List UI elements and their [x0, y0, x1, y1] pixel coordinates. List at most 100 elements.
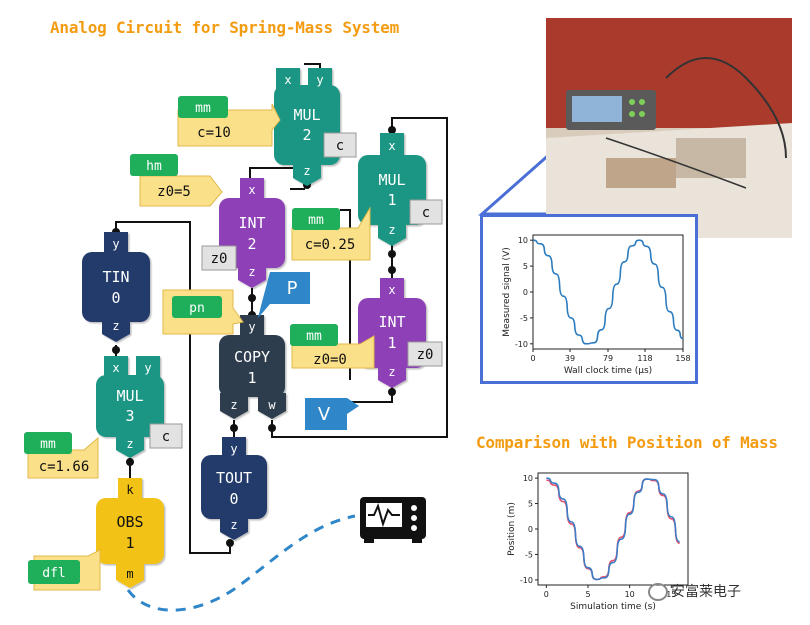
int1-param-box[interactable]: [407, 341, 443, 367]
int1-num: 1: [387, 334, 396, 352]
mul3-param-box[interactable]: [149, 423, 183, 449]
block-mul-1[interactable]: [358, 133, 426, 246]
block-tin-0[interactable]: [82, 232, 150, 342]
mul3-label: MUL: [116, 387, 143, 405]
int2-port-z: z: [248, 265, 255, 279]
int1-port-z: z: [388, 365, 395, 379]
block-obs-1[interactable]: [96, 478, 164, 588]
obs1-num: 1: [125, 534, 134, 552]
copy1-port-y: y: [248, 320, 255, 334]
position-ytick-label: 5: [528, 500, 533, 509]
obs1-port-m: m: [126, 567, 133, 581]
signal-p: P: [287, 278, 298, 299]
watermark-text: 安富莱电子: [671, 584, 741, 600]
mul3-unit: mm: [40, 437, 56, 452]
mul2-param: c: [336, 138, 344, 154]
mul1-param-box[interactable]: [409, 199, 443, 225]
measured-ytick-label: -10: [515, 340, 528, 349]
obs-unit-tag: [28, 560, 80, 584]
copy-unit: pn: [189, 301, 205, 316]
mul3-num: 3: [125, 407, 134, 425]
position-axes-frame: [537, 472, 689, 586]
signal-v: V: [318, 404, 331, 425]
int2-label: INT: [238, 214, 265, 232]
position-xtick-label: 0: [544, 590, 549, 599]
watermark: 安富莱电子: [648, 581, 741, 601]
mul2-c-value: c=10: [197, 125, 231, 141]
int1-param: z0: [417, 347, 434, 363]
mul2-param-box[interactable]: [323, 132, 357, 158]
mul2-label: MUL: [293, 106, 320, 124]
circuit-title: Analog Circuit for Spring-Mass System: [50, 18, 400, 37]
wechat-icon: [648, 583, 668, 601]
int1-unit-tag: [290, 324, 338, 346]
mul2-port-y: y: [316, 73, 323, 87]
mul3-unit-tag: [24, 432, 72, 454]
int2-param-box[interactable]: [201, 245, 237, 271]
mul1-port-z: z: [388, 223, 395, 237]
obs1-label: OBS: [116, 513, 143, 531]
measured-ylabel: Measured signal (V): [502, 247, 512, 337]
mul3-port-z: z: [126, 437, 133, 451]
comparison-title: Comparison with Position of Mass: [476, 433, 778, 452]
block-tout-0[interactable]: [201, 437, 267, 540]
measured-xtick-label: 0: [530, 354, 535, 363]
tin0-label: TIN: [102, 268, 129, 286]
scope-cable: [126, 514, 356, 612]
tout0-port-z: z: [230, 518, 237, 532]
position-series-line-0: [546, 478, 680, 581]
tout0-port-y: y: [230, 442, 237, 456]
mul3-param: c: [162, 429, 170, 445]
mul2-num: 2: [302, 126, 311, 144]
mul3-c-value: c=1.66: [39, 459, 90, 475]
mul1-param: c: [422, 205, 430, 221]
block-mul-3[interactable]: [96, 356, 164, 458]
measured-ytick-label: 0: [523, 288, 528, 297]
int1-label: INT: [378, 313, 405, 331]
position-ytick-label: 0: [528, 525, 533, 534]
mul2-unit: mm: [195, 101, 211, 116]
position-ytick-label: -5: [525, 550, 533, 559]
copy1-label: COPY: [234, 348, 270, 366]
int2-num: 2: [247, 235, 256, 253]
mul3-callout: [27, 436, 99, 479]
mul1-c-value: c=0.25: [305, 237, 356, 253]
mul2-port-z: z: [303, 164, 310, 178]
measured-ytick-label: 5: [523, 262, 528, 271]
mul1-port-x: x: [388, 139, 395, 153]
signal-p-tag: [258, 272, 310, 318]
int2-port-x: x: [248, 183, 255, 197]
measured-ytick-label: 10: [518, 236, 528, 245]
mul3-port-y: y: [144, 361, 151, 375]
block-copy-1[interactable]: [219, 315, 286, 419]
int2-unit-tag: [130, 154, 178, 176]
measured-xtick-label: 118: [637, 354, 652, 363]
position-ytick-label: -10: [520, 576, 533, 585]
int1-port-x: x: [388, 283, 395, 297]
tin0-port-y: y: [112, 237, 119, 251]
tin0-port-z: z: [112, 319, 119, 333]
obs1-port-k: k: [126, 483, 134, 497]
position-xtick-label: 5: [585, 590, 590, 599]
tin0-num: 0: [111, 289, 120, 307]
mul1-callout: [291, 206, 371, 261]
tout0-label: TOUT: [216, 469, 252, 487]
int2-unit: hm: [146, 159, 162, 174]
int2-callout: [139, 175, 223, 207]
position-series-line-1: [546, 477, 680, 581]
oscilloscope-icon: [360, 497, 426, 543]
mul1-num: 1: [387, 191, 396, 209]
mul1-unit-tag: [292, 208, 340, 230]
int2-param: z0: [211, 251, 228, 267]
measured-xtick-label: 158: [675, 354, 690, 363]
position-xtick-label: 15: [666, 590, 676, 599]
measured-ytick-label: -5: [520, 314, 528, 323]
measured-axes-frame: [532, 234, 684, 350]
tout0-num: 0: [229, 490, 238, 508]
copy1-port-w: w: [268, 398, 276, 412]
mul2-unit-tag: [178, 96, 228, 118]
